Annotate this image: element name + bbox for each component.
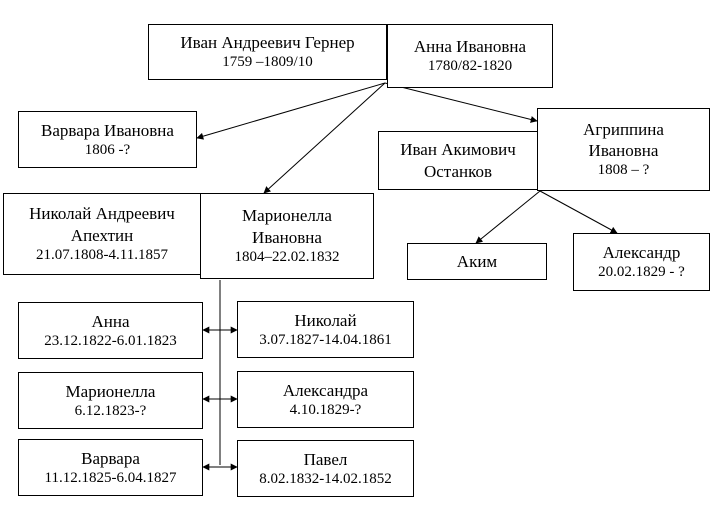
arrow-to-akim — [475, 190, 541, 244]
person-name: Александр — [602, 243, 681, 262]
arrow-to-aleksandr — [539, 190, 618, 234]
arrow-to-varvara-ivanovna — [196, 82, 386, 140]
person-name-line2: Апехтин — [70, 225, 134, 245]
person-aleksandr: Александр 20.02.1829 - ? — [573, 233, 710, 291]
person-ivan-ostankov: Иван Акимович Останков — [378, 131, 538, 190]
person-name: Марионелла — [65, 381, 156, 401]
person-marionella-ivanovna: Марионелла Ивановна 1804–22.02.1832 — [200, 193, 374, 279]
arrow-to-agrippina — [384, 82, 538, 123]
person-dates: 3.07.1827-14.04.1861 — [259, 331, 392, 348]
person-dates: 1806 -? — [84, 141, 131, 158]
person-name: Николай — [294, 310, 357, 330]
person-name: Варвара Ивановна — [41, 120, 174, 140]
person-name-line1: Иван Акимович — [400, 140, 516, 160]
person-name: Иван Андреевич Гернер — [180, 33, 355, 52]
person-dates: 20.02.1829 - ? — [598, 264, 685, 281]
person-anna-ivanovna: Анна Ивановна 1780/82-1820 — [387, 24, 553, 88]
person-name-line1: Марионелла — [242, 206, 332, 226]
person-nikolai-apekhtin: Николай Андреевич Апехтин 21.07.1808-4.1… — [3, 193, 201, 275]
person-name: Анна — [91, 311, 130, 331]
person-pavel: Павел 8.02.1832-14.02.1852 — [237, 440, 414, 497]
arrow-to-marionella-ivanovna — [263, 82, 386, 194]
person-name: Аким — [456, 251, 498, 271]
person-name-line1: Агриппина — [583, 119, 664, 139]
person-akim: Аким — [407, 243, 547, 280]
person-dates: 1780/82-1820 — [427, 58, 513, 75]
person-dates: 1808 – ? — [597, 162, 650, 179]
person-dates: 1804–22.02.1832 — [234, 248, 340, 265]
person-varvara: Варвара 11.12.1825-6.04.1827 — [18, 439, 203, 496]
person-anna: Анна 23.12.1822-6.01.1823 — [18, 302, 203, 359]
person-name: Варвара — [81, 448, 140, 468]
person-marionella: Марионелла 6.12.1823-? — [18, 372, 203, 429]
person-dates: 1759 –1809/10 — [222, 54, 313, 71]
person-dates: 6.12.1823-? — [74, 402, 147, 419]
person-name: Павел — [303, 449, 348, 469]
person-name-line2: Останков — [423, 161, 493, 181]
person-dates: 4.10.1829-? — [289, 401, 362, 418]
person-ivan-gerner: Иван Андреевич Гернер 1759 –1809/10 — [148, 24, 387, 80]
person-name-line2: Ивановна — [252, 227, 322, 247]
person-nikolai: Николай 3.07.1827-14.04.1861 — [237, 301, 414, 358]
person-dates: 21.07.1808-4.11.1857 — [36, 246, 168, 263]
person-name: Анна Ивановна — [413, 37, 527, 56]
person-name: Александра — [282, 380, 369, 400]
person-dates: 23.12.1822-6.01.1823 — [44, 332, 177, 349]
person-agrippina: Агриппина Ивановна 1808 – ? — [537, 108, 710, 191]
person-dates: 11.12.1825-6.04.1827 — [44, 469, 177, 486]
person-name-line2: Ивановна — [588, 141, 659, 161]
person-name-line1: Николай Андреевич — [29, 204, 175, 224]
person-dates: 8.02.1832-14.02.1852 — [259, 470, 392, 487]
person-aleksandra: Александра 4.10.1829-? — [237, 371, 414, 428]
person-varvara-ivanovna: Варвара Ивановна 1806 -? — [18, 111, 197, 168]
